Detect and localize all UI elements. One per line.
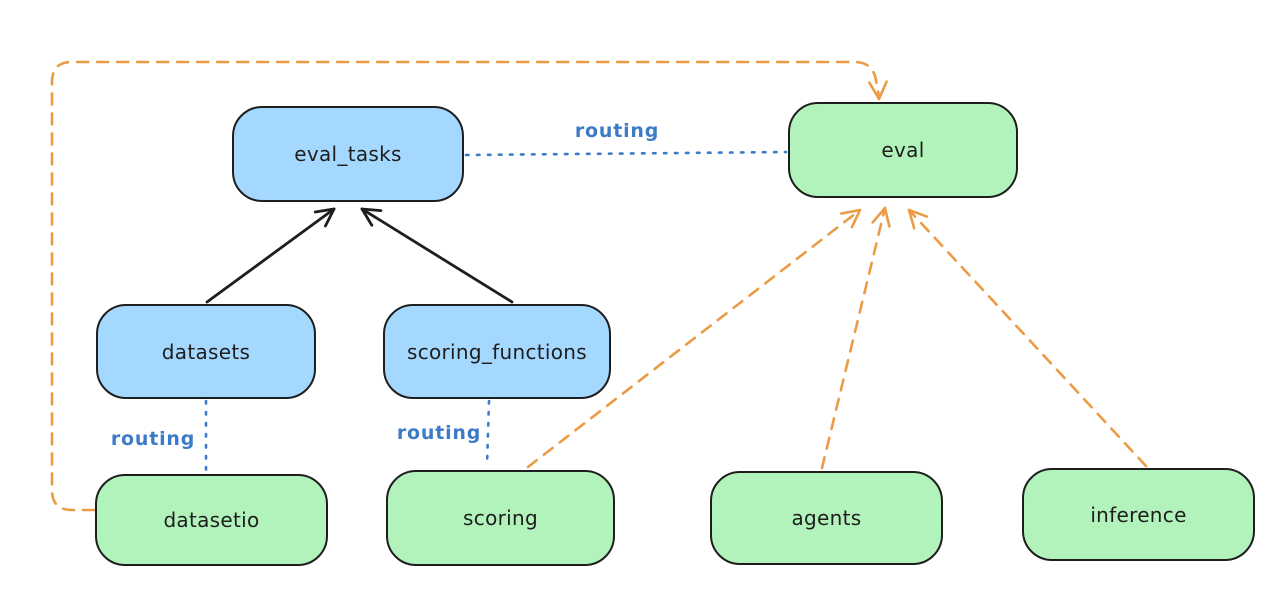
node-inference-label: inference xyxy=(1090,502,1187,527)
node-scoring-functions-label: scoring_functions xyxy=(406,339,588,364)
edge-scoring-to-eval-arrowhead xyxy=(840,208,862,229)
edge-inference-to-eval xyxy=(907,208,1148,468)
edge-datasets-to-eval_tasks xyxy=(205,207,336,304)
edge-datasetio-to-eval-arrowhead xyxy=(868,80,888,101)
node-eval: eval xyxy=(788,102,1018,198)
node-scoring-functions: scoring_functions xyxy=(383,304,611,399)
edge-agents-to-eval xyxy=(820,206,887,470)
node-datasets: datasets xyxy=(96,304,316,399)
edge-scoring_functions-to-scoring xyxy=(485,399,491,468)
node-eval-tasks: eval_tasks xyxy=(232,106,464,202)
edge-label-routing-datasets-datasetio: routing xyxy=(110,428,196,450)
edge-label-routing-scoring-functions-scoring: routing xyxy=(396,422,482,444)
node-inference: inference xyxy=(1022,468,1255,561)
edge-eval_tasks-to-eval xyxy=(464,150,788,157)
edge-agents-to-eval-arrowhead xyxy=(871,206,891,228)
edge-datasets-to-eval_tasks-arrowhead xyxy=(313,207,336,228)
node-datasetio-label: datasetio xyxy=(163,508,260,532)
node-scoring: scoring xyxy=(386,470,615,566)
node-agents: agents xyxy=(710,471,943,565)
node-agents-label: agents xyxy=(791,506,862,530)
node-eval-tasks-label: eval_tasks xyxy=(294,142,402,166)
node-eval-label: eval xyxy=(881,138,925,162)
node-scoring-label: scoring xyxy=(463,506,538,530)
edge-label-routing-eval-tasks-eval: routing xyxy=(574,120,660,142)
node-datasetio: datasetio xyxy=(95,474,328,566)
node-datasets-label: datasets xyxy=(161,339,251,364)
edge-scoring_functions-to-eval_tasks-arrowhead xyxy=(360,207,383,227)
edge-inference-to-eval-arrowhead xyxy=(907,208,929,230)
edge-scoring_functions-to-eval_tasks xyxy=(360,207,514,304)
